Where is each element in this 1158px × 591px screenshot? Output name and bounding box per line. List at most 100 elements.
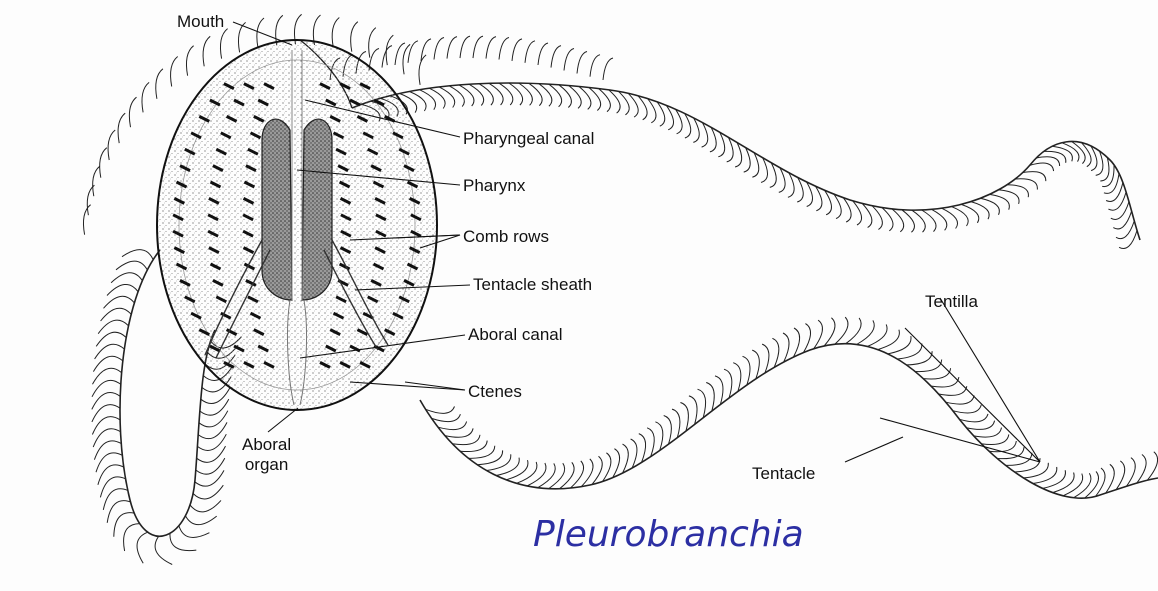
tentillum bbox=[432, 414, 461, 421]
tentillum bbox=[170, 533, 196, 550]
tentillum bbox=[92, 405, 120, 422]
upper-tentilla bbox=[361, 83, 1137, 249]
tentillum bbox=[672, 409, 680, 438]
tentillum bbox=[190, 500, 221, 511]
tentillum bbox=[426, 406, 455, 413]
tentillum bbox=[410, 92, 427, 112]
tentillum bbox=[1116, 221, 1134, 239]
tentillum bbox=[618, 91, 629, 115]
tentillum bbox=[1043, 470, 1066, 488]
tentillum bbox=[733, 363, 741, 392]
tentillum bbox=[93, 356, 122, 371]
tentillum bbox=[487, 454, 511, 470]
tentillum bbox=[953, 405, 982, 413]
tentillum bbox=[589, 87, 601, 110]
tentillum bbox=[853, 201, 862, 225]
tentillum bbox=[878, 330, 900, 350]
tentillum bbox=[689, 396, 697, 425]
tentillum bbox=[892, 209, 904, 232]
tentillum bbox=[129, 97, 136, 127]
tentillum bbox=[1126, 458, 1135, 487]
tentillum bbox=[657, 102, 665, 127]
tentillum bbox=[710, 127, 716, 152]
tentillum bbox=[403, 44, 410, 74]
label-aboral-canal: Aboral canal bbox=[468, 325, 563, 345]
tentillum bbox=[429, 88, 445, 108]
label-mouth: Mouth bbox=[177, 12, 224, 32]
tentillum bbox=[538, 463, 555, 487]
tentillum bbox=[386, 35, 393, 65]
tentillum bbox=[862, 204, 872, 228]
tentillum bbox=[807, 182, 813, 207]
tentillum bbox=[460, 441, 487, 452]
tentillum bbox=[915, 360, 942, 372]
tentillum bbox=[551, 46, 561, 68]
tentillum bbox=[1113, 211, 1131, 229]
tentillum bbox=[867, 324, 887, 346]
tentillum bbox=[698, 389, 706, 418]
tentillum bbox=[447, 37, 457, 59]
tentillum bbox=[577, 52, 587, 74]
tentillum bbox=[727, 137, 733, 162]
tentillum bbox=[752, 153, 758, 178]
tentillum bbox=[602, 453, 611, 482]
tentillum bbox=[762, 344, 769, 373]
tentillum bbox=[114, 513, 134, 537]
tentillum bbox=[203, 36, 210, 66]
tentillum bbox=[814, 320, 823, 349]
tentillum bbox=[103, 489, 128, 510]
tentillum bbox=[179, 526, 210, 538]
tentillum bbox=[460, 36, 470, 58]
tentillum bbox=[499, 38, 509, 60]
tentillum bbox=[142, 82, 149, 112]
tentillum bbox=[655, 422, 662, 451]
tentillum bbox=[104, 296, 135, 308]
tentillum bbox=[857, 320, 875, 344]
tentillum bbox=[193, 485, 223, 499]
tentillum bbox=[888, 336, 911, 354]
tentillum bbox=[185, 516, 216, 525]
label-ctenes: Ctenes bbox=[468, 382, 522, 402]
tentillum bbox=[496, 458, 519, 476]
tentillum bbox=[94, 441, 121, 460]
tentillum bbox=[1015, 179, 1037, 190]
label-tentacle-sheath: Tentacle sheath bbox=[473, 275, 592, 295]
tentillum bbox=[897, 343, 922, 359]
tentillum bbox=[564, 49, 574, 71]
tentillum bbox=[783, 333, 789, 362]
tentillum bbox=[1137, 455, 1146, 484]
tentillum bbox=[816, 186, 822, 211]
label-pharynx: Pharynx bbox=[463, 176, 525, 196]
tentillum bbox=[137, 532, 148, 563]
tentillum bbox=[1085, 471, 1099, 498]
tentillum bbox=[395, 43, 405, 65]
tentillum bbox=[724, 369, 732, 398]
tentillum bbox=[743, 356, 751, 385]
tentillum bbox=[332, 18, 339, 48]
tentillum bbox=[122, 250, 153, 260]
tentillum bbox=[1100, 157, 1109, 181]
tentillum bbox=[459, 85, 474, 106]
tentillum bbox=[752, 350, 759, 379]
tentillum bbox=[100, 477, 125, 498]
tentillum bbox=[960, 414, 989, 422]
tentillum bbox=[1053, 473, 1075, 493]
tentillum bbox=[946, 396, 974, 405]
tentillum bbox=[592, 456, 602, 484]
tentillum bbox=[525, 41, 535, 63]
tentillum bbox=[613, 449, 620, 478]
tentillum bbox=[469, 446, 495, 459]
tentillum bbox=[116, 261, 147, 270]
body bbox=[157, 40, 437, 410]
tentillum bbox=[882, 208, 893, 231]
tentillum bbox=[685, 113, 691, 138]
tentillum bbox=[666, 105, 673, 130]
tentillum bbox=[486, 37, 496, 59]
tentillum bbox=[706, 383, 714, 412]
tentillum bbox=[638, 96, 647, 120]
tentillum bbox=[96, 453, 122, 472]
tentillum bbox=[108, 130, 115, 160]
tentillum bbox=[1052, 146, 1072, 161]
tentillum bbox=[825, 190, 832, 215]
